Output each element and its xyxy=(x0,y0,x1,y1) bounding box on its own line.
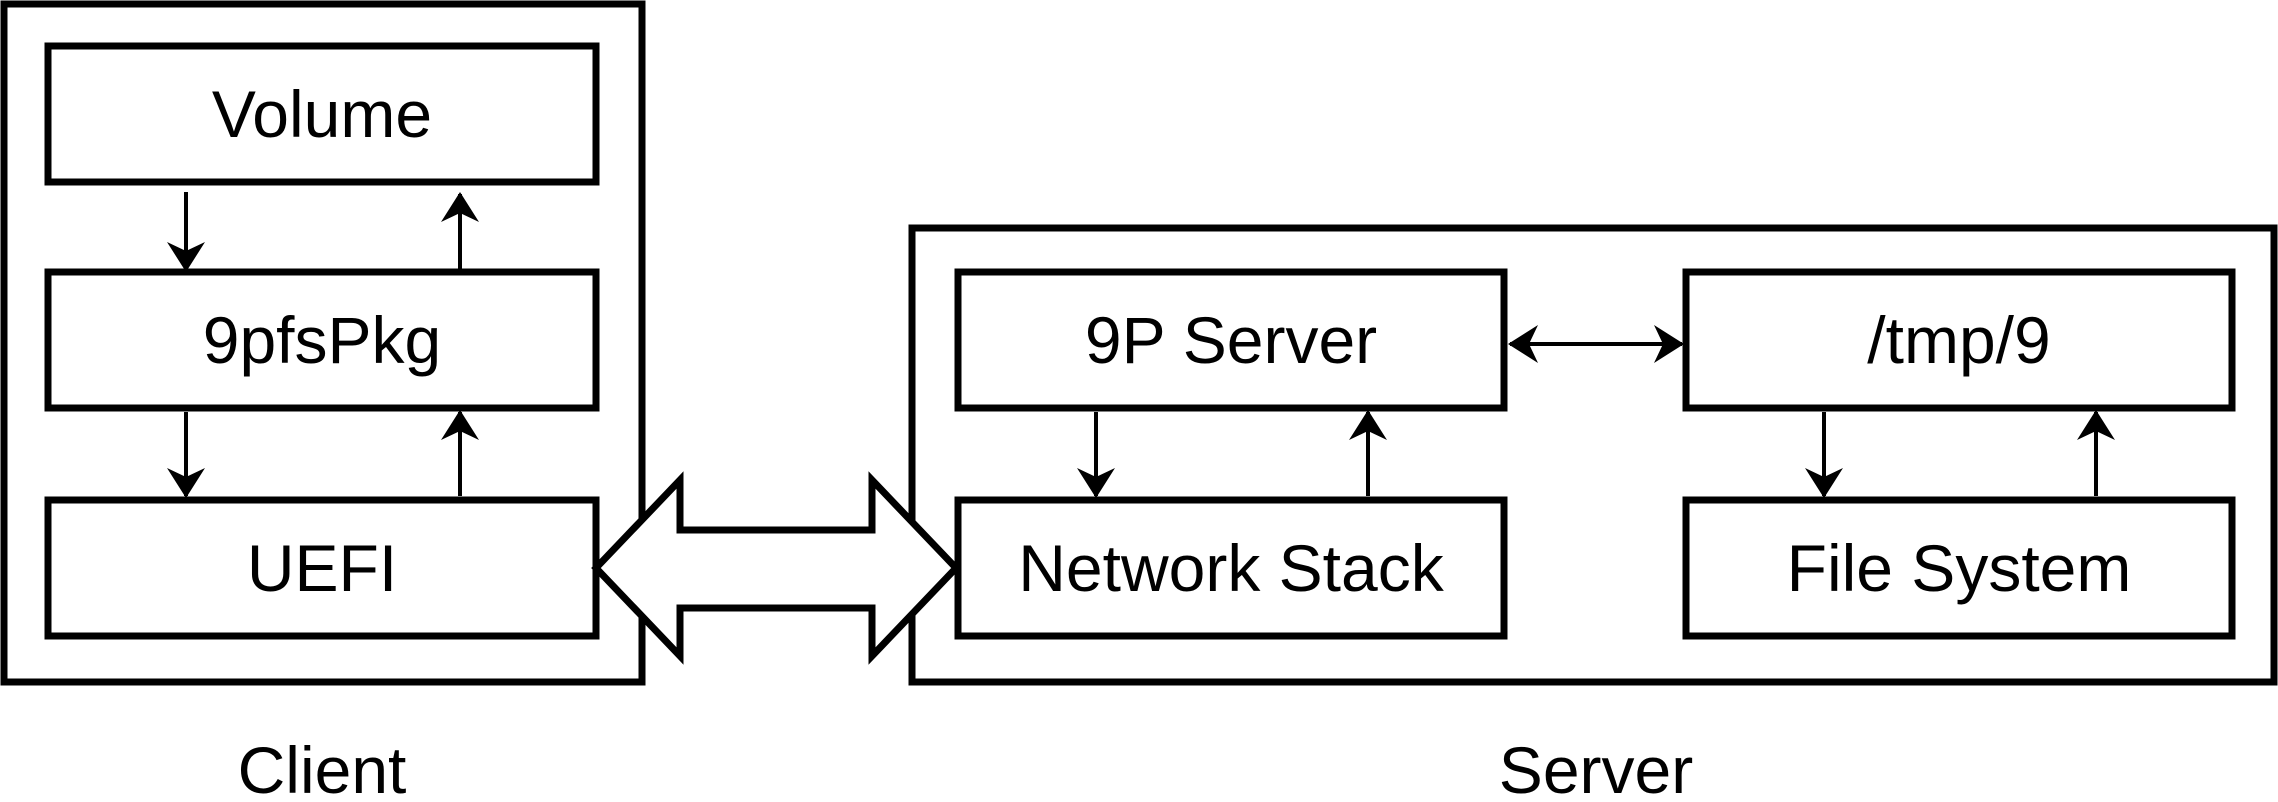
client-arrows xyxy=(167,192,479,498)
file-system-label: File System xyxy=(1787,531,2132,605)
tmp9-box: /tmp/9 xyxy=(1682,268,2236,412)
9p-server-label: 9P Server xyxy=(1085,303,1377,377)
server-label: Server xyxy=(1499,733,1693,802)
9p-server-box: 9P Server xyxy=(954,268,1508,412)
client-label: Client xyxy=(238,733,407,802)
volume-label: Volume xyxy=(212,77,432,151)
volume-box: Volume xyxy=(44,42,600,186)
uefi-box: UEFI xyxy=(44,496,600,640)
file-system-box: File System xyxy=(1682,496,2236,640)
9pfspkg-box: 9pfsPkg xyxy=(44,268,600,412)
network-stack-box: Network Stack xyxy=(954,496,1508,640)
client-container xyxy=(0,0,646,686)
uefi-label: UEFI xyxy=(247,531,397,605)
server-arrows xyxy=(1077,325,2115,498)
client-server-connection-arrow xyxy=(591,471,961,665)
network-stack-label: Network Stack xyxy=(1018,531,1444,605)
server-container xyxy=(908,224,2278,686)
tmp9-label: /tmp/9 xyxy=(1867,303,2050,377)
9pfspkg-label: 9pfsPkg xyxy=(203,303,441,377)
